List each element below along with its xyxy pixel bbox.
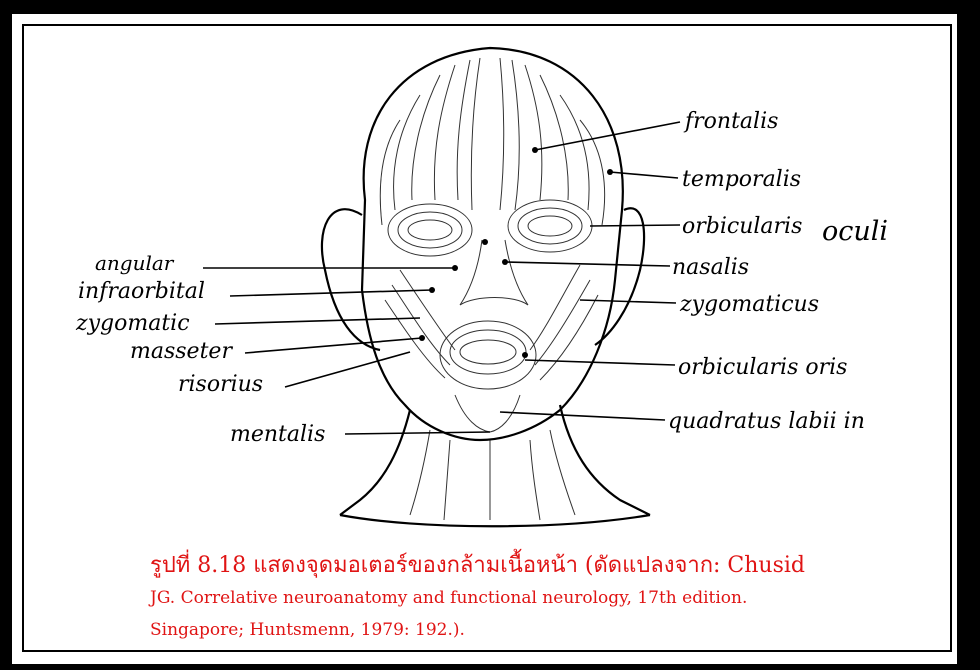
leader-lines	[203, 122, 680, 434]
label-zygomaticus: zygomaticus	[679, 292, 819, 317]
label-risorius: risorius	[178, 372, 263, 397]
caption-line-3: Singapore; Huntsmenn, 1979: 192.).	[150, 614, 890, 646]
label-temporalis: temporalis	[682, 167, 801, 192]
label-orbicularis: orbicularis	[682, 214, 802, 239]
caption-line-1: รูปที่ 8.18 แสดงจุดมอเตอร์ของกล้ามเนื้อห…	[150, 550, 890, 582]
head-outline	[322, 48, 650, 526]
label-frontalis: frontalis	[683, 109, 778, 134]
label-angular: angular	[95, 251, 175, 275]
label-nasalis: nasalis	[672, 255, 749, 280]
label-quadratus: quadratus labii in	[668, 409, 865, 434]
label-oculi: oculi	[822, 216, 888, 247]
figure-caption: รูปที่ 8.18 แสดงจุดมอเตอร์ของกล้ามเนื้อห…	[150, 550, 890, 646]
label-infraorbital: infraorbital	[78, 279, 205, 304]
label-zygomatic: zygomatic	[75, 311, 190, 336]
label-masseter: masseter	[130, 339, 233, 364]
label-orbicularis-oris: orbicularis oris	[678, 355, 847, 380]
caption-line-2: JG. Correlative neuroanatomy and functio…	[150, 582, 890, 614]
muscle-fibers	[380, 58, 604, 520]
label-mentalis: mentalis	[230, 422, 325, 447]
motor-points	[419, 147, 613, 358]
